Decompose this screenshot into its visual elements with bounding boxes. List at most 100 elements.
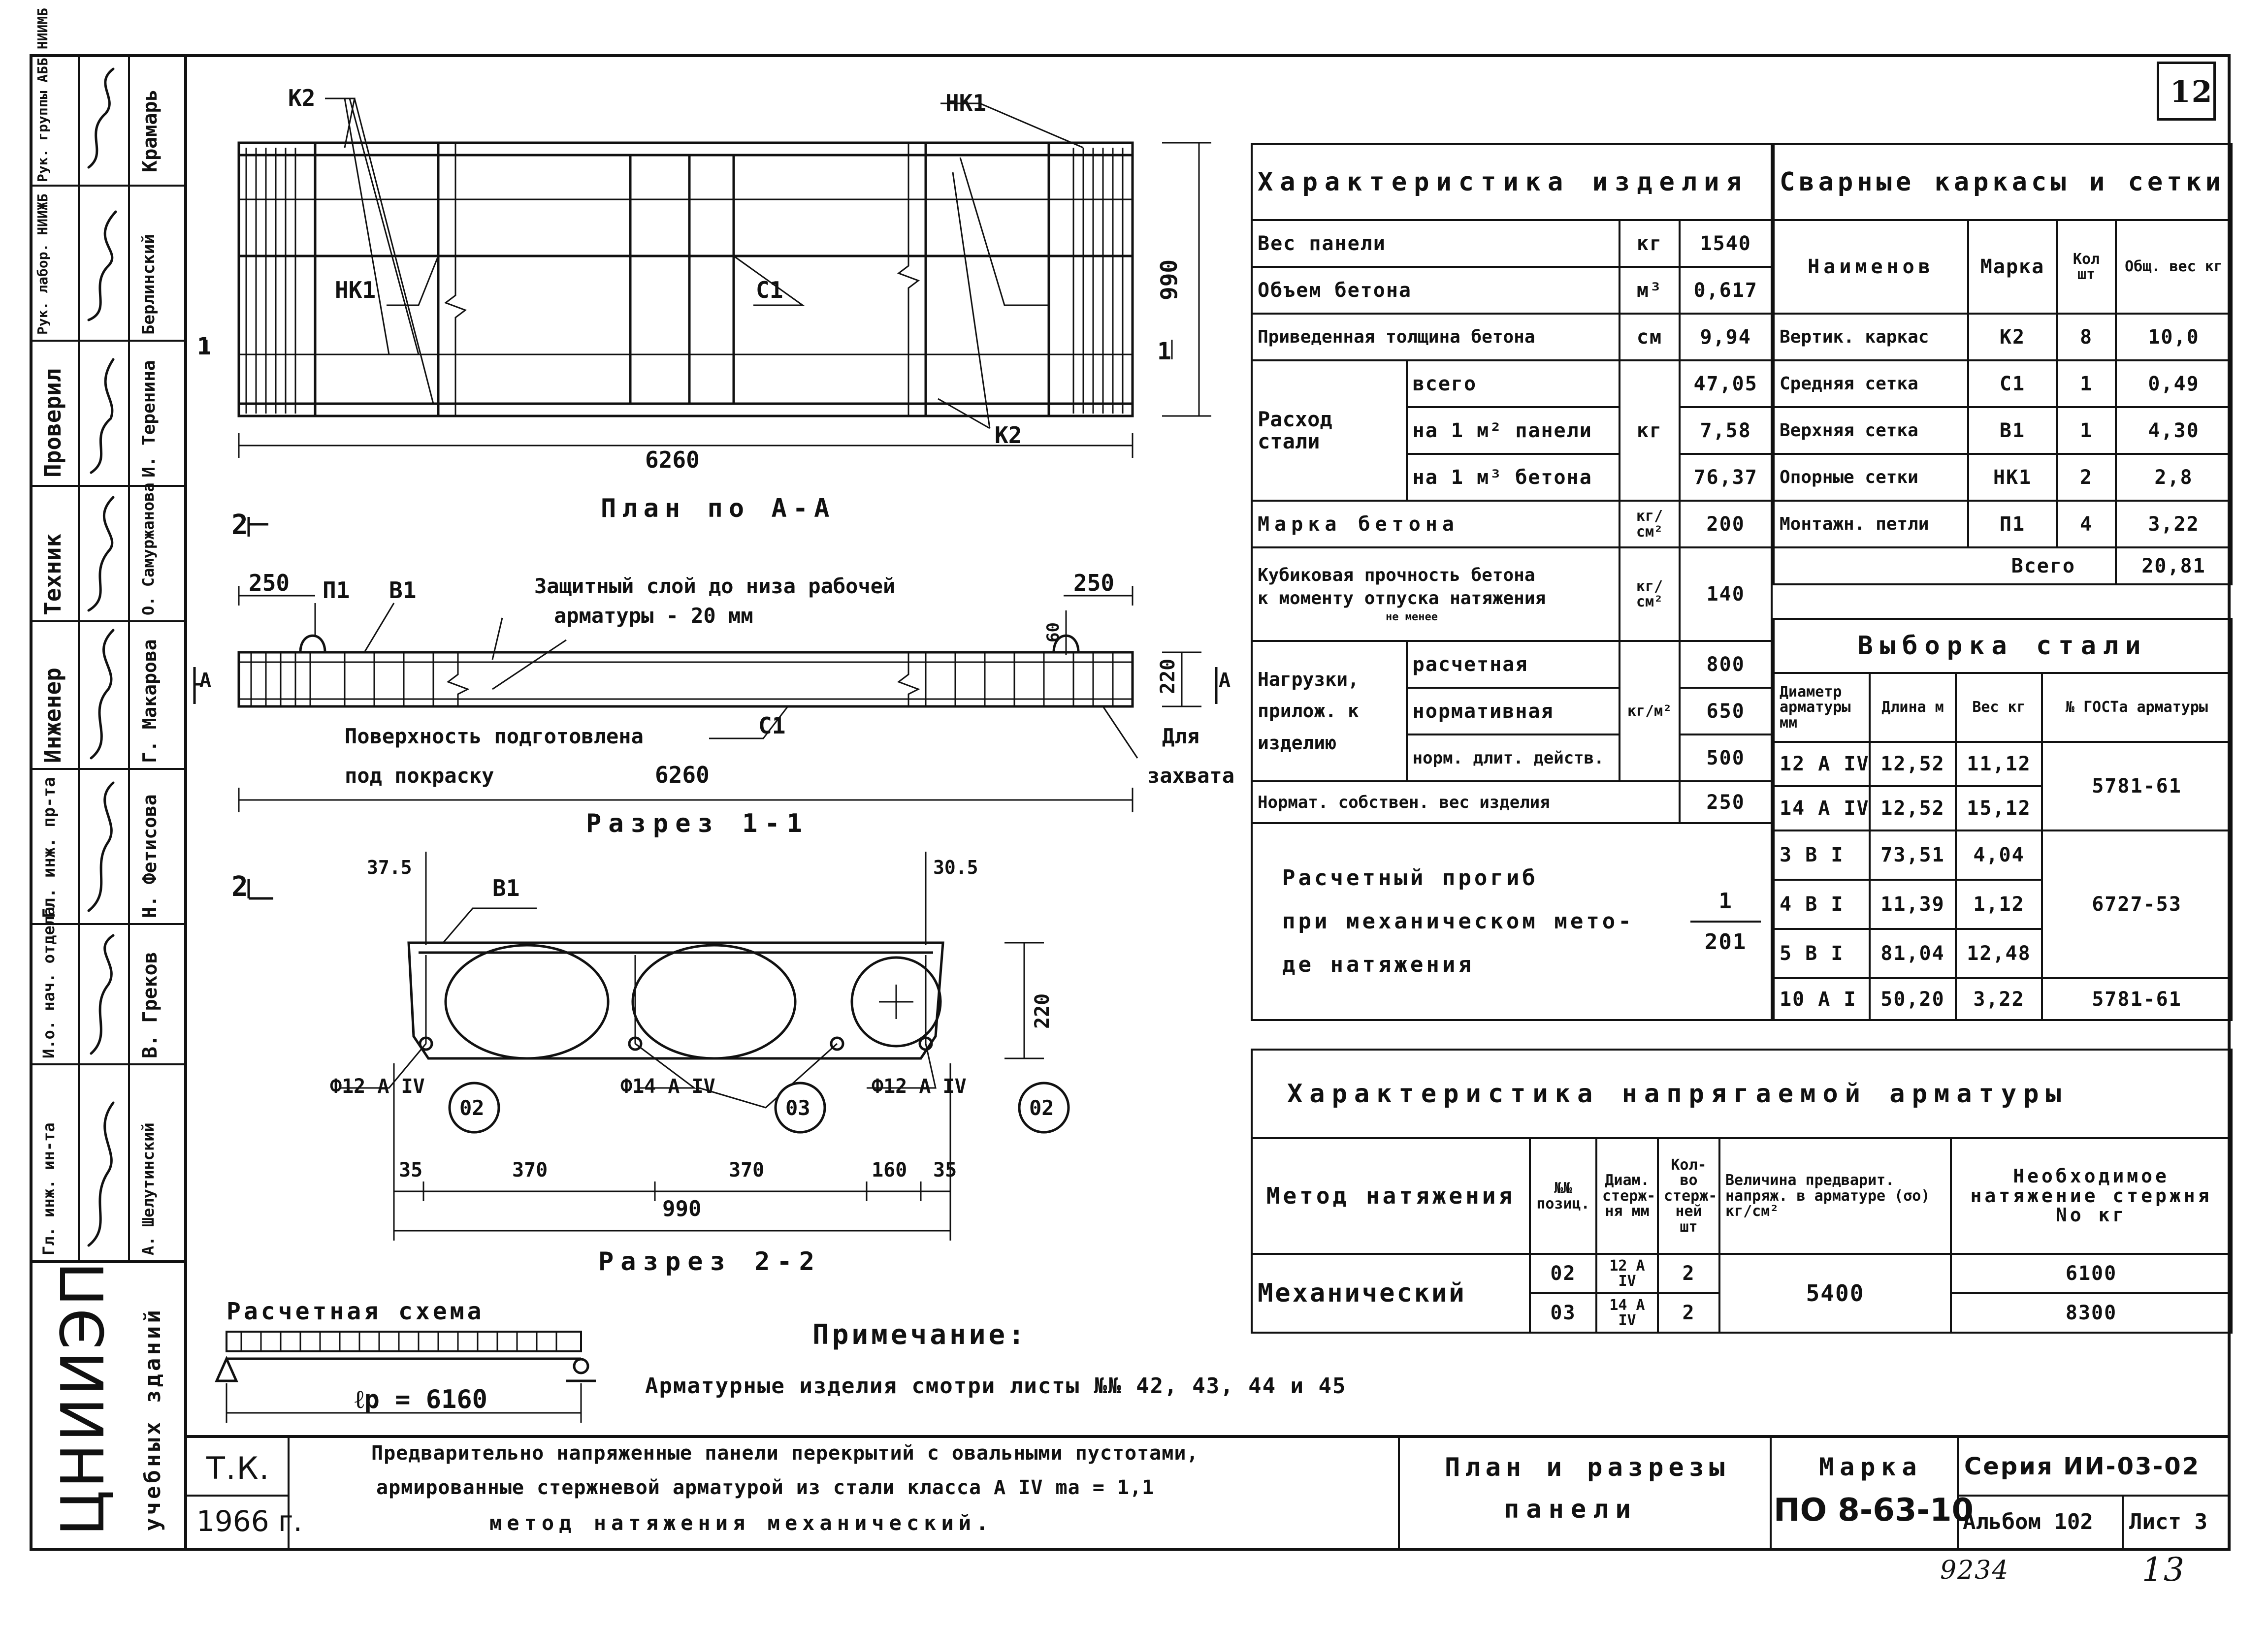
dim-305: 30.5 (933, 857, 978, 878)
steel-len: 50,20 (1869, 977, 1957, 1021)
steel-weight: 11,12 (1955, 741, 2043, 787)
sheet-title-1: План и разрезы (1445, 1453, 1730, 1482)
footer-page: 13 (2142, 1551, 2185, 1589)
deflection-label-1: Расчетный прогиб (1282, 865, 1538, 891)
pos-circle-02 (448, 1082, 500, 1134)
frame-name: Средняя сетка (1773, 359, 1969, 408)
sheet: Лист 3 (2129, 1509, 2207, 1534)
frame-name: Опорные сетки (1773, 453, 1969, 502)
dim-6260: 6260 (645, 447, 700, 473)
steel-row-value: 76,37 (1679, 453, 1773, 502)
prestress-qty: 2 (1657, 1292, 1720, 1334)
frames-total: 20,81 (2115, 546, 2233, 585)
steel-row-label: на 1 м² панели (1405, 406, 1620, 455)
row-value: 1540 (1679, 219, 1773, 268)
steel-dia: 5 В I (1773, 928, 1871, 979)
cube-unit: кг/см² (1618, 546, 1681, 642)
label-nk1b: НК1 (335, 277, 376, 303)
steel-weight: 15,12 (1955, 785, 2043, 831)
pos-circle-02b (1018, 1082, 1070, 1134)
label-c1: С1 (756, 277, 783, 303)
dim-990: 990 (1156, 259, 1182, 300)
steel-len: 12,52 (1869, 741, 1957, 787)
cut-2-top: 2 (231, 509, 248, 541)
dim-990-sec: 990 (662, 1196, 701, 1221)
steel-col: Диаметр арматуры мм (1773, 672, 1871, 743)
steel-col: Длина м (1869, 672, 1957, 743)
frame-mark: К2 (1967, 313, 2058, 361)
frame-mark: П1 (1967, 500, 2058, 548)
frame-name: Вертик. каркас (1773, 313, 1969, 361)
pos-03: 03 (785, 1096, 810, 1120)
frame-weight: 3,22 (2115, 500, 2233, 548)
sheet-number-box: 12 (2157, 62, 2216, 121)
prestress-pos: 03 (1529, 1292, 1597, 1334)
frame-qty: 1 (2056, 359, 2117, 408)
cube-value: 140 (1679, 546, 1773, 642)
series: Серия ИИ-03-02 (1964, 1453, 2201, 1480)
dim-60: 60 (1043, 622, 1063, 642)
dim-160: 160 (872, 1159, 907, 1181)
label-phi12a: Ф12 А IV (330, 1075, 425, 1098)
mark-label: Марка (1819, 1453, 1923, 1481)
stamp-margin: Рук. группы АББ НИИМБ Рук. лабор. НИИЖБ … (30, 8, 187, 1551)
section2-title: Разрез 2-2 (598, 1247, 821, 1277)
frame-mark: С1 (1967, 359, 2058, 408)
prestress-col: №№ позиц. (1529, 1137, 1597, 1255)
cube-label-2: к моменту отпуска натяжения (1258, 588, 1546, 608)
deflection-label-2: при механическом мето- (1282, 909, 1634, 934)
cut-1-plan: 1 (197, 333, 211, 360)
note-title: Примечание: (812, 1319, 1028, 1351)
dim-220a: 220 (1157, 659, 1179, 694)
pos-02a: 02 (459, 1096, 485, 1120)
label-k2b: К2 (995, 422, 1022, 448)
cut-a-right: А (1219, 669, 1231, 692)
steel-gost: 5781-61 (2041, 977, 2233, 1021)
cut-a-left: А (199, 669, 211, 692)
row-unit: кг (1618, 219, 1681, 268)
steel-dia: 10 А I (1773, 977, 1871, 1021)
deflection-label-3: де натяжения (1282, 952, 1474, 977)
frames-col: Марка (1967, 219, 2058, 315)
steel-row-label: на 1 м³ бетона (1405, 453, 1620, 502)
footer-inv: 9234 (1940, 1556, 2009, 1585)
frame-name: Монтажн. петли (1773, 500, 1969, 548)
label-c1-sec: С1 (758, 712, 785, 739)
title-org: Т.К. (206, 1450, 270, 1486)
loads-unit: кг/м² (1618, 640, 1681, 782)
title-desc-2: армированные стержневой арматурой из ста… (376, 1476, 1155, 1499)
row-label: Приведенная толщина бетона (1251, 313, 1620, 361)
row-unit: см (1618, 313, 1681, 361)
frame-mark: НК1 (1967, 453, 2058, 502)
prestress-col: Метод натяжения (1251, 1137, 1531, 1255)
dim-370a: 370 (512, 1159, 548, 1181)
frame-qty: 1 (2056, 406, 2117, 455)
note-protect-2: арматуры - 20 мм (554, 604, 753, 628)
frames-total-label: Всего (1773, 546, 2117, 585)
mark-value: ПО 8-63-10 (1774, 1492, 1974, 1529)
row-label: Вес панели (1251, 219, 1620, 268)
steel-weight: 3,22 (1955, 977, 2043, 1021)
frame-weight: 4,30 (2115, 406, 2233, 455)
cut-1b-plan: 1 (1157, 338, 1171, 365)
steel-len: 81,04 (1869, 928, 1957, 979)
steel-weight: 1,12 (1955, 879, 2043, 930)
surface-2: под покраску (345, 764, 494, 788)
steel-label: Расход стали (1251, 359, 1408, 502)
dim-250a: 250 (249, 570, 290, 596)
steel-dia: 4 В I (1773, 879, 1871, 930)
prestress-table: Характеристика напрягаемой арматуры Мето… (1250, 1049, 2233, 1334)
prestress-pos: 02 (1529, 1253, 1597, 1294)
self-weight-label: Нормат. собствен. вес изделия (1250, 780, 1681, 824)
scheme-span: ℓр = 6160 (355, 1385, 487, 1414)
label-phi14: Ф14 А IV (620, 1075, 715, 1098)
for-grab-1: Для (1162, 724, 1199, 748)
plan-title: План по А-А (601, 494, 835, 523)
steel-weight: 4,04 (1955, 830, 2043, 881)
steel-weight: 12,48 (1955, 928, 2043, 979)
steel-dia: 3 В I (1773, 830, 1871, 881)
prestress-qty: 2 (1657, 1253, 1720, 1294)
deflection-den: 201 (1704, 929, 1747, 955)
row-value: 0,617 (1679, 266, 1773, 315)
album: Альбом 102 (1963, 1509, 2093, 1534)
